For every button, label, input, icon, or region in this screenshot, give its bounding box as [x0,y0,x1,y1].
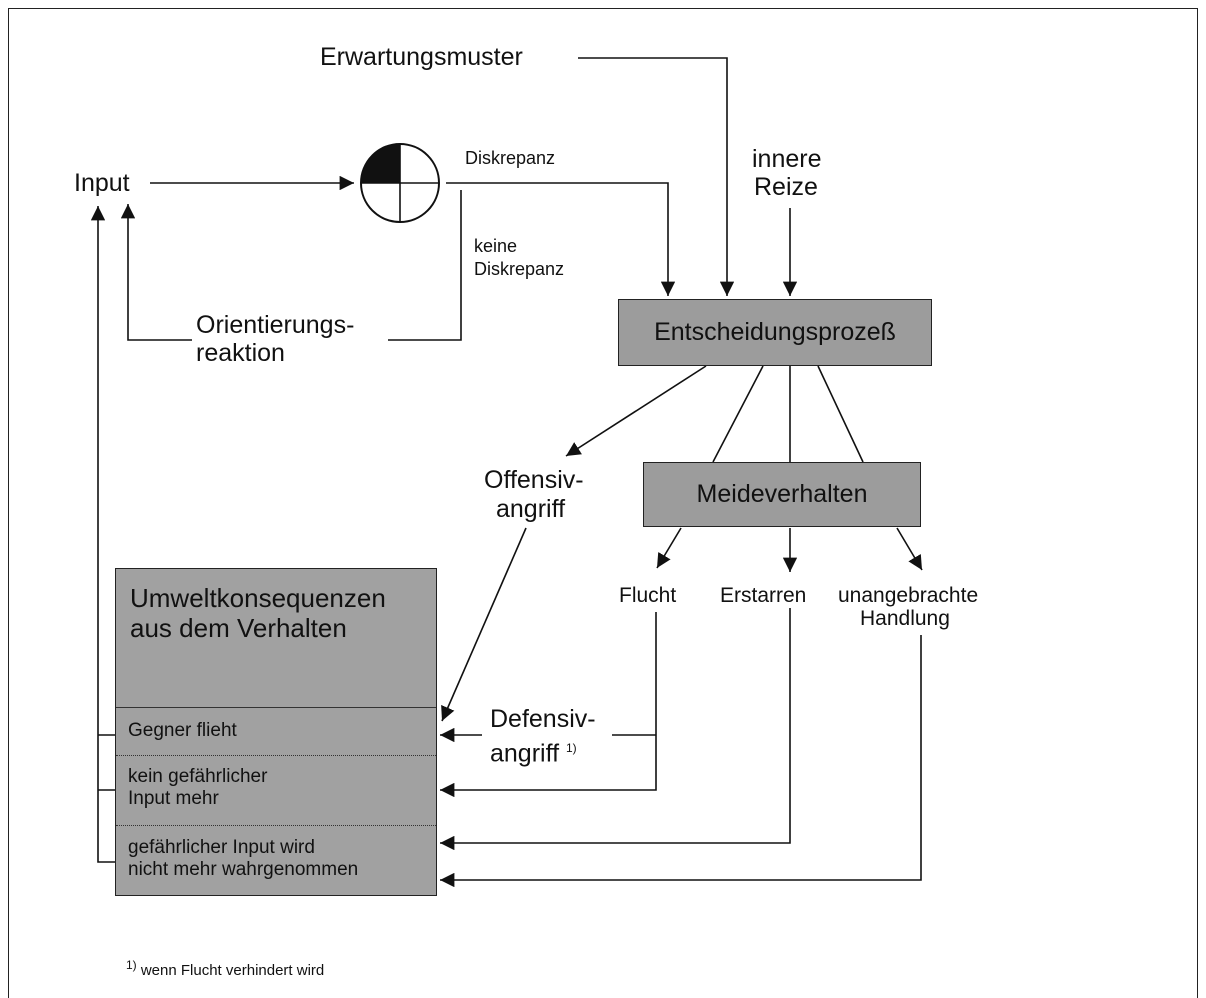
meideverhalten-label: Meideverhalten [696,480,868,508]
diskrepanz-label: Diskrepanz [465,148,556,168]
erstarren-label: Erstarren [720,584,807,607]
orientierung-line1: Orientierungs- [196,311,355,339]
offensiv-line1: Offensiv- [484,466,584,494]
arrow-entscheidung-to-offensiv [565,365,707,457]
umweltkonsequenzen-box: Umweltkonsequenzen aus dem Verhalten Geg… [115,568,437,896]
unangebracht-line1: unangebrachte [838,584,979,607]
arrow-orientierung-to-input [120,204,192,341]
arrow-handlung-to-row3 [440,635,922,888]
footnote-mark: 1) [126,958,137,972]
innere-reize-line2: Reize [754,173,818,201]
arrow-erstarren-to-row3 [440,608,791,851]
offensiv-line2: angriff [496,495,566,523]
arrow-meide-to-flucht [656,527,682,569]
keine-diskrepanz-line1: keine [474,236,518,256]
comparator-icon [360,143,440,223]
row-kein-input-line2: Input mehr [128,788,219,809]
line-entscheidung-to-meide-3 [817,365,864,463]
arrow-offensiv-to-gegner [441,527,527,722]
defensiv-line1: Defensiv- [490,705,596,733]
arrow-meide-to-handlung [896,527,923,571]
diagram-frame [8,8,1198,998]
arrow-feedback-to-input [98,206,115,863]
row-nicht-wahrgenommen-line2: nicht mehr wahrgenommen [128,859,359,880]
row-nicht-wahrgenommen-line1: gefährlicher Input wird [128,837,315,858]
erwartungsmuster-label: Erwartungsmuster [320,43,523,71]
defensiv-line2-text: angriff [490,739,560,768]
row-gegner-flieht-text: Gegner flieht [128,720,237,741]
row-kein-input-line1: kein gefährlicher [128,766,268,787]
arrow-diskrepanz-to-entscheidung [446,182,676,296]
umwelt-title-line1: Umweltkonsequenzen [130,583,386,613]
arrow-erwartung-to-entscheidung [578,57,735,296]
flucht-label: Flucht [619,584,677,607]
arrow-flucht-to-kein-input [440,612,657,798]
entscheidungsprozess-box: Entscheidungsprozeß [618,299,932,366]
row-nicht-wahrgenommen: gefährlicher Input wird nicht mehr wahrg… [116,825,436,895]
unangebracht-line2: Handlung [860,607,950,630]
innere-reize-line1: innere [752,145,822,173]
footnote-text: wenn Flucht verhindert wird [140,962,325,979]
defensiv-footnote-mark: 1) [565,741,577,755]
footnote: 1) wenn Flucht verhindert wird [126,958,324,979]
umweltkonsequenzen-title: Umweltkonsequenzen aus dem Verhalten [130,583,386,643]
umwelt-title-line2: aus dem Verhalten [130,613,347,643]
line-entscheidung-to-meide-1 [712,365,764,463]
orientierung-line2: reaktion [196,339,285,367]
input-label: Input [74,169,130,197]
row-kein-input: kein gefährlicher Input mehr [116,755,436,825]
line-keine-diskrepanz [388,190,462,341]
row-gegner-flieht: Gegner flieht [116,707,436,755]
entscheidungsprozess-label: Entscheidungsprozeß [654,318,896,346]
defensiv-line2: angriff 1) [490,735,577,767]
keine-diskrepanz-line2: Diskrepanz [474,259,565,279]
meideverhalten-box: Meideverhalten [643,462,921,527]
